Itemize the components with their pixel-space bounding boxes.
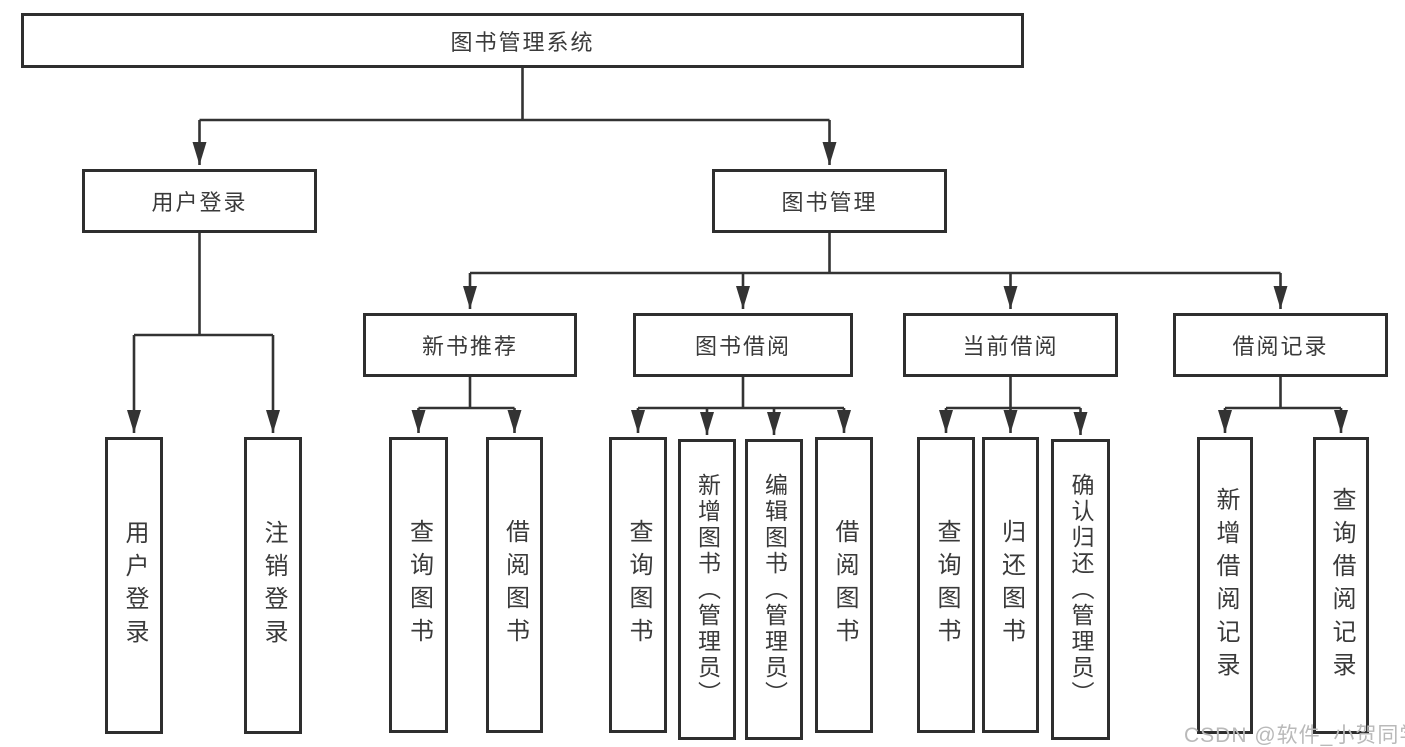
node-label: 图书管理 [781,190,878,215]
node-label: 借阅记录 [1232,334,1329,359]
leaf-return-books: 归还图书 [982,437,1039,733]
node-user-login: 用户登录 [82,169,317,233]
leaf-query-books-current: 查询图书 [917,437,975,733]
leaf-user-login: 用户登录 [105,437,163,734]
node-borrowing-records: 借阅记录 [1173,313,1388,377]
leaf-label: 查询借阅记录 [1328,486,1355,685]
leaf-label: 查询图书 [625,519,652,651]
node-current-borrowing: 当前借阅 [903,313,1118,377]
leaf-label: 新增图书（管理员） [694,472,721,707]
node-book-borrowing: 图书借阅 [633,313,853,377]
leaf-label: 查询图书 [933,519,960,651]
leaf-label: 借阅图书 [501,519,529,651]
leaf-add-books-admin: 新增图书（管理员） [678,439,736,740]
leaf-query-books-borrowing: 查询图书 [609,437,667,733]
leaf-label: 借阅图书 [831,519,858,651]
node-label: 用户登录 [151,190,248,215]
leaf-label: 归还图书 [997,519,1025,651]
leaf-query-borrow-record: 查询借阅记录 [1313,437,1369,734]
leaf-borrow-books-recommend: 借阅图书 [486,437,543,733]
leaf-label: 查询图书 [405,519,433,651]
leaf-add-borrow-record: 新增借阅记录 [1197,437,1253,734]
leaf-label: 确认归还（管理员） [1068,472,1094,707]
leaf-label: 编辑图书（管理员） [761,472,788,707]
watermark: CSDN @软件_小贺同学 [1184,724,1405,747]
leaf-label: 新增借阅记录 [1212,486,1239,685]
leaf-logout: 注销登录 [244,437,302,734]
leaf-confirm-return-admin: 确认归还（管理员） [1051,439,1110,740]
node-label: 当前借阅 [962,334,1059,359]
node-label: 图书管理系统 [450,29,595,55]
node-label: 图书借阅 [694,334,791,359]
leaf-query-books-recommend: 查询图书 [389,437,448,733]
leaf-label: 注销登录 [260,519,287,652]
node-book-management: 图书管理 [712,169,947,233]
leaf-edit-books-admin: 编辑图书（管理员） [745,439,803,740]
leaf-borrow-books: 借阅图书 [815,437,873,733]
node-label: 新书推荐 [421,334,518,359]
node-library-management-system: 图书管理系统 [21,13,1024,68]
node-new-book-recommendation: 新书推荐 [363,313,577,377]
leaf-label: 用户登录 [121,519,148,652]
